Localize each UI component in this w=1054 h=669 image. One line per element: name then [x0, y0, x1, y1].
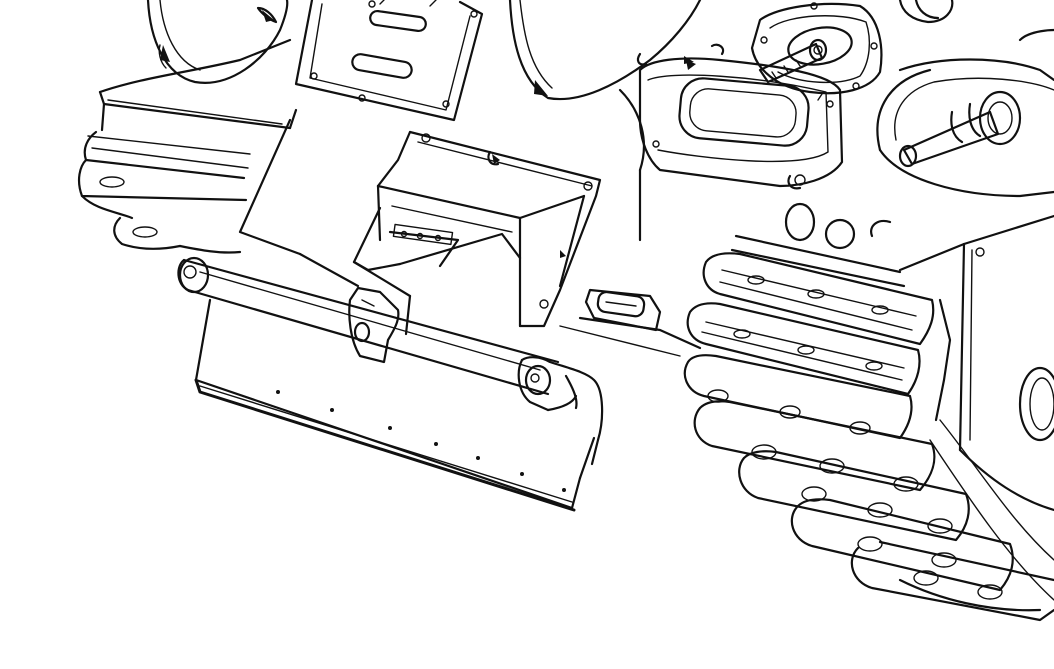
tow-hook-housing [352, 130, 602, 336]
left-upper-skirt [77, 38, 292, 254]
towing-eye-upper [750, 2, 883, 95]
misc-fasteners [787, 0, 940, 190]
right-side-panel [898, 214, 1054, 512]
track-links [683, 252, 1054, 622]
left-fender-arch [146, 0, 289, 84]
small-rectangular-port [584, 288, 662, 332]
inspection-port [638, 56, 844, 188]
mud-flap-plate [194, 298, 596, 512]
drive-sprocket-hub [876, 0, 1054, 198]
bolt-cluster [730, 202, 906, 288]
upper-center-cover [508, 0, 725, 101]
access-hatch-top [294, 0, 484, 122]
front-roller-bar [177, 256, 604, 466]
